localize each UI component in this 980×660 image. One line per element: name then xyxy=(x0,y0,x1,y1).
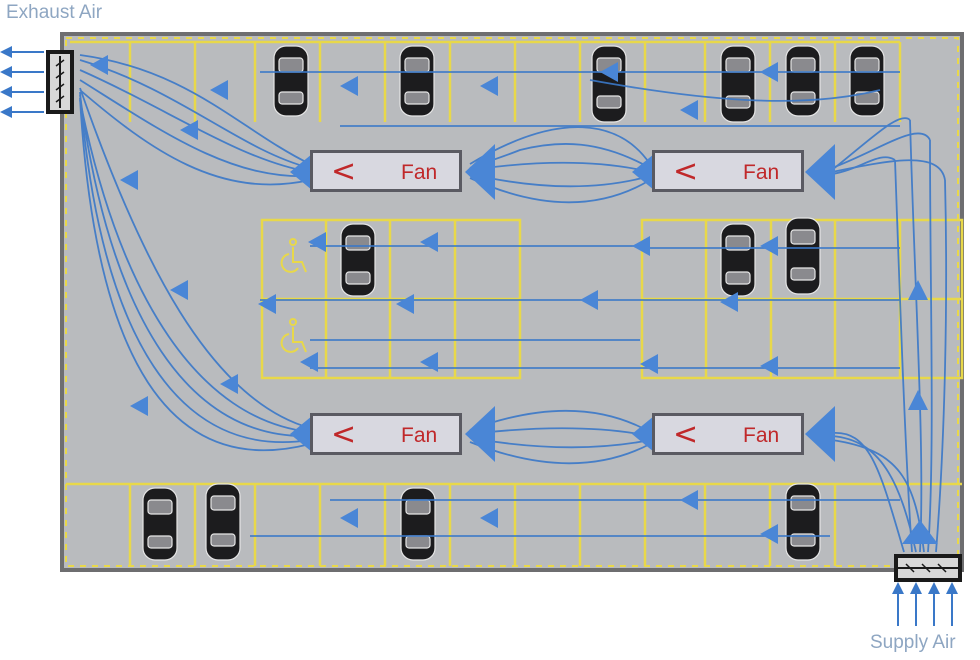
car xyxy=(400,487,436,561)
fan-direction-chevron: < xyxy=(331,417,357,452)
accessible-parking-icon xyxy=(280,238,307,273)
car xyxy=(142,487,178,561)
fan-label: Fan xyxy=(401,424,438,447)
supply-air-label: Supply Air xyxy=(870,632,956,653)
jet-fan-bottom-left: < Fan xyxy=(310,413,462,455)
fan-label: Fan xyxy=(743,161,780,184)
exhaust-arrows xyxy=(0,46,44,118)
supply-fan-unit xyxy=(894,554,962,582)
jet-fan-top-left: < Fan xyxy=(310,150,462,192)
jet-fan-bottom-right: < Fan xyxy=(652,413,804,455)
exhaust-fan-unit xyxy=(46,50,74,114)
accessible-parking-icon xyxy=(280,318,307,353)
car xyxy=(205,483,241,561)
fan-direction-chevron: < xyxy=(673,417,699,452)
garage-floor xyxy=(60,32,964,572)
car xyxy=(785,217,821,295)
car xyxy=(720,45,756,123)
fan-label: Fan xyxy=(743,424,780,447)
jet-fan-top-right: < Fan xyxy=(652,150,804,192)
airflow-arrowheads xyxy=(90,55,938,544)
fan-direction-chevron: < xyxy=(673,154,699,189)
car xyxy=(399,45,435,117)
supply-arrows xyxy=(892,582,958,626)
fan-direction-chevron: < xyxy=(331,154,357,189)
car xyxy=(785,483,821,561)
car xyxy=(849,45,885,117)
car xyxy=(785,45,821,117)
car xyxy=(273,45,309,117)
car xyxy=(720,223,756,297)
exhaust-air-label: Exhaust Air xyxy=(6,2,103,23)
fan-label: Fan xyxy=(401,161,438,184)
car xyxy=(340,223,376,297)
airflow-streamlines xyxy=(79,54,948,553)
parked-cars xyxy=(142,45,885,561)
parking-lines-top xyxy=(70,40,902,122)
